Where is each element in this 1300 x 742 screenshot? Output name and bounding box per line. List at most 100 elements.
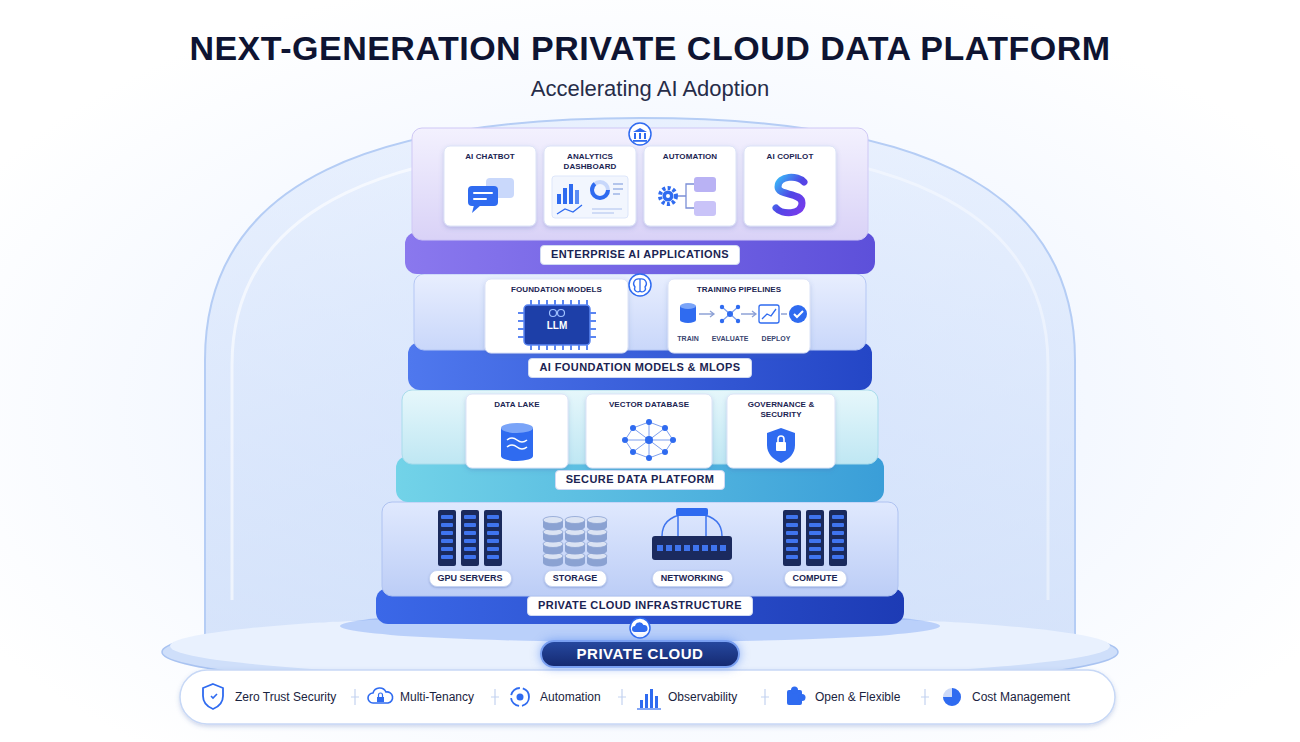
compute-racks — [829, 510, 847, 566]
llm-chip — [524, 305, 590, 345]
feature-icon — [203, 684, 961, 709]
glass-dome — [205, 118, 1075, 646]
layer-label: PRIVATE CLOUD INFRASTRUCTURE — [527, 596, 753, 615]
card-title: VECTOR DATABASE — [590, 400, 708, 410]
feature-icon — [211, 694, 217, 698]
card-title: FOUNDATION MODELS — [489, 285, 624, 295]
network-switch — [720, 545, 726, 551]
layer-label: SECURE DATA PLATFORM — [555, 470, 726, 489]
shield-lock-icon — [778, 436, 784, 442]
card-title: DATA LAKE — [470, 400, 564, 410]
card-title: AI CHATBOT — [448, 152, 532, 162]
layer-badge — [632, 622, 648, 632]
dashboard-icon — [575, 190, 579, 204]
feature-card: AI COPILOT — [744, 146, 836, 226]
component-pill: STORAGE — [544, 570, 607, 587]
card-background — [727, 394, 835, 468]
storage-stack — [587, 529, 607, 543]
subtitle: Accelerating AI Adoption — [531, 76, 770, 102]
storage-stack — [543, 553, 563, 567]
dashboard-icon — [569, 184, 573, 204]
card-background — [544, 146, 636, 226]
pipeline-icons — [789, 305, 807, 323]
dashboard-icon — [592, 182, 608, 198]
vector-graph-icon — [622, 419, 676, 461]
gpu-racks — [461, 510, 479, 566]
pipeline-icons — [736, 305, 740, 309]
automation-icon — [666, 194, 670, 198]
pill-label: NETWORKING — [661, 573, 724, 584]
gpu-racks — [438, 510, 456, 566]
feature-card: DATA LAKE — [466, 394, 568, 468]
feature-icon — [511, 688, 529, 706]
storage-stack — [587, 541, 607, 555]
feature-card: VECTOR DATABASE — [586, 394, 712, 468]
data-lake-icon — [501, 423, 533, 433]
chat-icon — [468, 178, 514, 213]
layer-badge — [634, 279, 647, 292]
storage-stack — [543, 517, 607, 567]
base-platform — [170, 614, 1110, 678]
layer-badge — [629, 123, 651, 638]
dashboard-icon — [592, 182, 608, 198]
card-background — [444, 146, 536, 226]
feature-icon — [637, 708, 661, 709]
automation-icon — [678, 184, 694, 208]
vector-graph-icon — [630, 425, 636, 431]
layer-badge — [634, 133, 636, 139]
base-label: PRIVATE CLOUD — [577, 645, 704, 663]
storage-stack — [565, 517, 585, 531]
storage-stack — [543, 529, 563, 543]
feature-icon — [655, 696, 658, 708]
storage-stack — [565, 553, 585, 567]
feature-icon — [377, 697, 384, 702]
llm-chip — [550, 310, 557, 317]
feature-icon — [645, 694, 648, 708]
layer-label: ENTERPRISE AI APPLICATIONS — [540, 245, 740, 264]
feature-icon — [799, 694, 806, 701]
step-label: EVALUATE — [712, 335, 749, 343]
chat-icon — [468, 186, 498, 206]
feature-label: Open & Flexible — [815, 690, 900, 704]
feature-bar — [180, 670, 1115, 724]
network-switch — [652, 508, 732, 560]
card-title: AUTOMATION — [648, 152, 732, 162]
card-background — [668, 279, 810, 353]
layer-badge — [639, 133, 641, 139]
feature-card: TRAINING PIPELINESTRAINEVALUATEDEPLOY — [668, 279, 810, 353]
card-background — [744, 146, 836, 226]
feature-icon — [203, 684, 223, 709]
storage-stack — [565, 529, 585, 543]
feature-card: AI CHATBOT — [444, 146, 536, 226]
chat-icon — [474, 193, 492, 199]
vector-graph-icon — [645, 436, 653, 444]
layer-band: SECURE DATA PLATFORM DATA LAKE VECTOR DATA… — [396, 390, 884, 502]
pipeline-icons — [722, 307, 738, 321]
card-background — [586, 394, 712, 468]
pill-label: COMPUTE — [793, 573, 838, 584]
layer-badge — [629, 274, 651, 296]
step-label: TRAIN — [677, 335, 698, 343]
dashboard-icon — [557, 205, 582, 214]
llm-chip — [518, 300, 596, 350]
card-background — [466, 394, 568, 468]
vector-graph-icon — [646, 455, 652, 461]
storage-stack — [543, 541, 563, 555]
dashboard-icon — [592, 209, 622, 213]
pipeline-icons — [680, 303, 807, 323]
feature-label: Cost Management — [972, 690, 1070, 704]
feature-card: GOVERNANCE & SECURITY — [727, 394, 835, 468]
gpu-racks — [484, 510, 502, 566]
network-switch — [662, 514, 722, 536]
card-title: ANALYTICS DASHBOARD — [548, 152, 632, 171]
vector-graph-icon — [662, 449, 668, 455]
layer-label: AI FOUNDATION MODELS & MLOPS — [528, 358, 751, 377]
feature-icon — [650, 689, 653, 708]
feature-card: ANALYTICS DASHBOARD — [544, 146, 636, 226]
layer-plate — [382, 502, 898, 596]
gpu-racks — [438, 510, 502, 566]
feature-icon — [640, 700, 643, 708]
layer-badge — [644, 133, 646, 139]
component-pill: NETWORKING — [652, 570, 733, 587]
